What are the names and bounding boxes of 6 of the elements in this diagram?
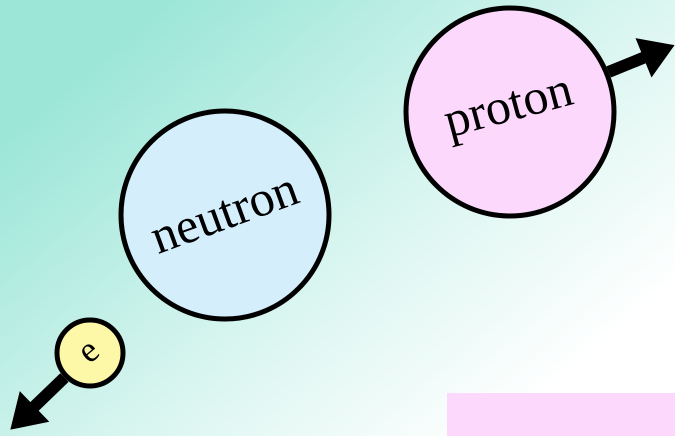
particle-label: e — [82, 344, 100, 362]
particle-label: proton — [444, 82, 575, 148]
particle-label: neutron — [151, 182, 301, 254]
particle-circle — [118, 108, 332, 322]
particle-circle — [404, 6, 616, 218]
particle-circle — [54, 317, 126, 388]
